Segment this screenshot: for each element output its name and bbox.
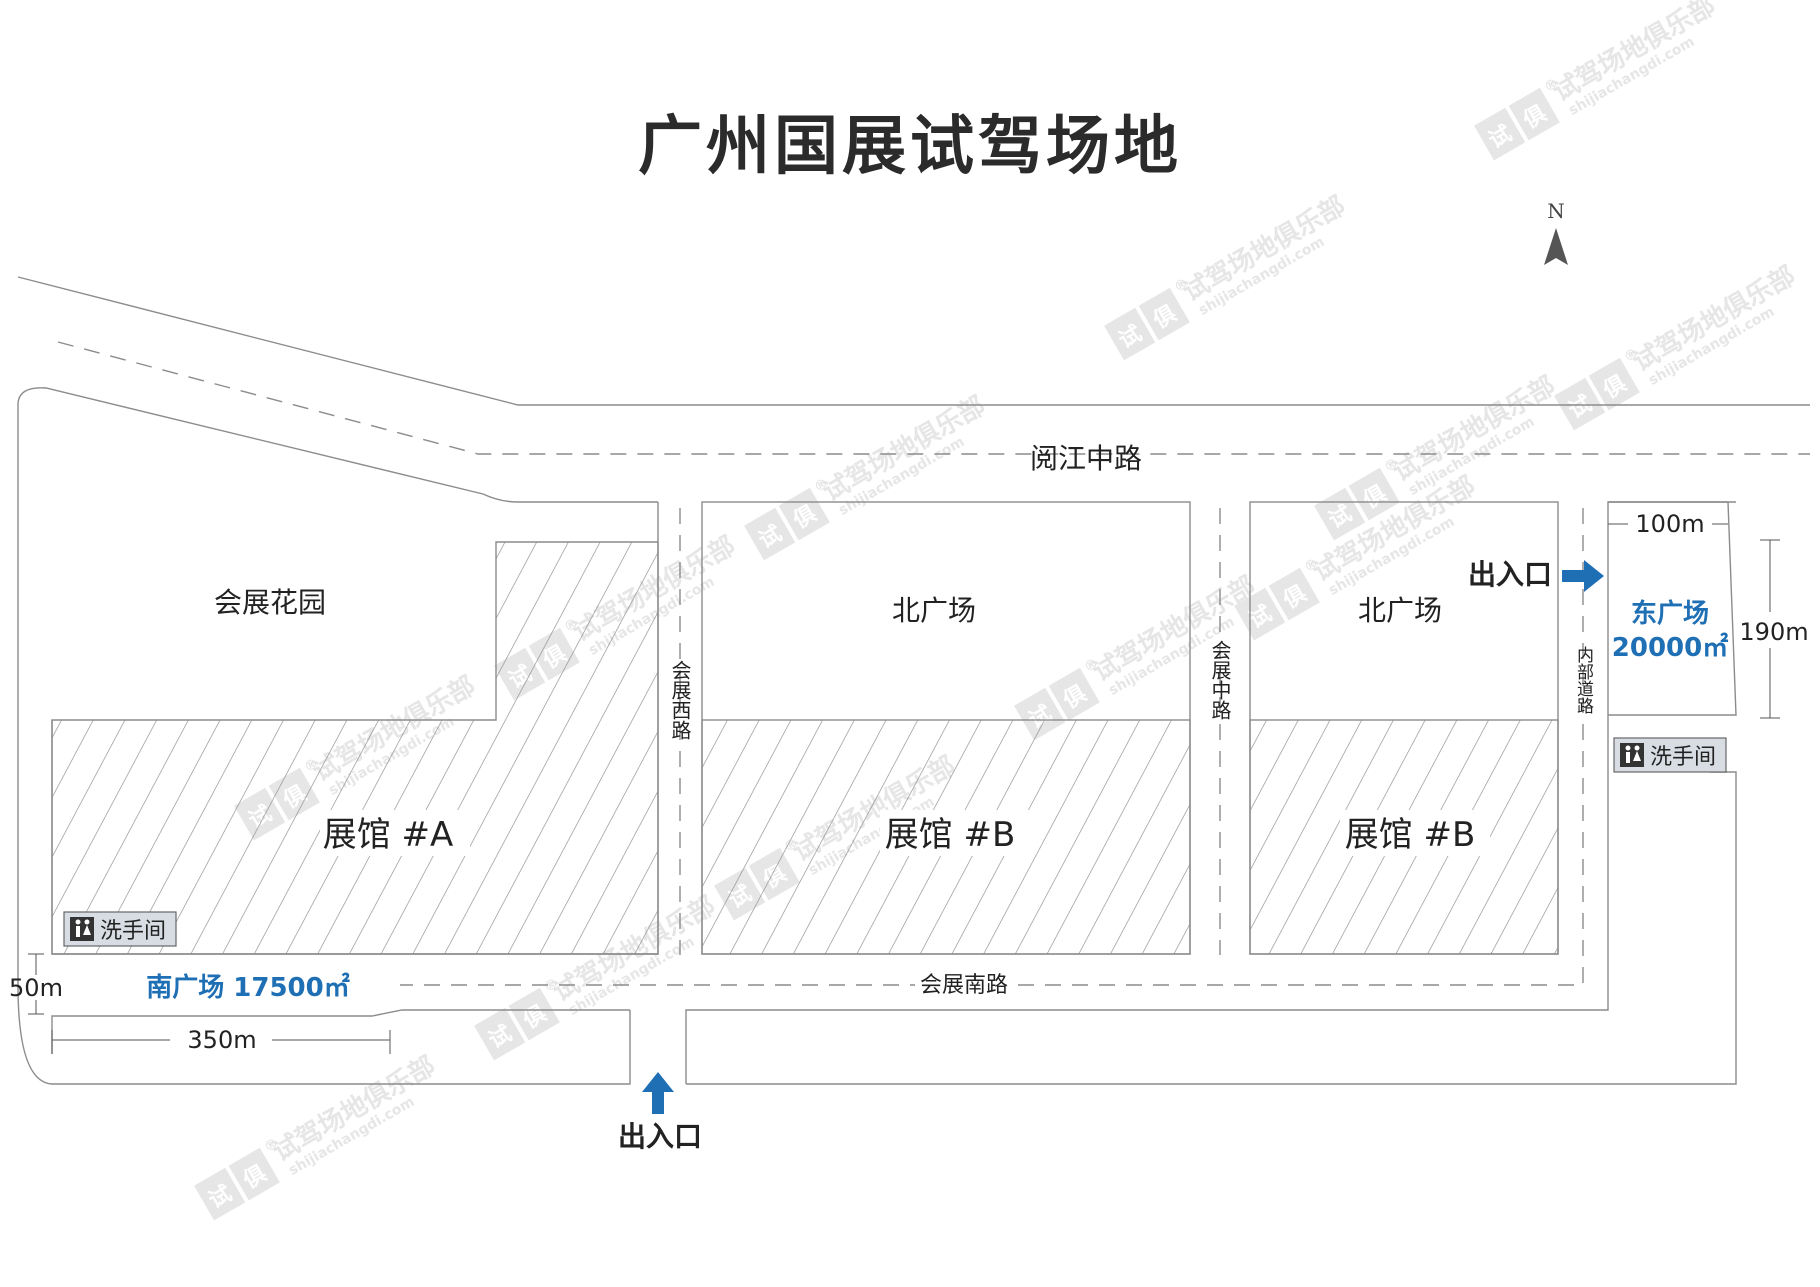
area-label-east-plaza-name: 东广场 xyxy=(1631,598,1709,629)
road-label-south: 会展南路 xyxy=(920,973,1008,998)
restroom-label-west: 洗手间 xyxy=(100,919,166,944)
watermark-mark: ® xyxy=(1301,555,1321,576)
watermark-mark: ® xyxy=(1171,275,1191,296)
watermark-mark: ® xyxy=(1081,655,1101,676)
page-title: 广州国展试驾场地 xyxy=(638,110,1182,184)
watermark-mark: ® xyxy=(811,475,831,496)
road-label-middle: 会展中路 xyxy=(1208,640,1232,720)
road-centerline-north xyxy=(57,341,1810,455)
watermark-mark: ® xyxy=(541,975,561,996)
restroom-icon xyxy=(70,917,94,941)
area-label-hall-b2: 展馆 #B xyxy=(1345,815,1476,855)
restroom-label-east: 洗手间 xyxy=(1650,745,1716,770)
road-edge-north xyxy=(17,276,1810,406)
arrow-right-icon xyxy=(1562,560,1604,592)
road-label-internal: 内部道路 xyxy=(1573,646,1594,714)
watermark-mark: ® xyxy=(1541,75,1561,96)
entrance-label-east: 出入口 xyxy=(1468,558,1552,591)
east-plaza-outline xyxy=(1608,501,1737,716)
south-plaza-edge xyxy=(51,1009,630,1054)
area-label-north-plaza-2: 北广场 xyxy=(1358,594,1442,627)
site-boundary-west xyxy=(17,387,658,985)
road-label-west: 会展西路 xyxy=(668,660,692,740)
road-label-north: 阅江中路 xyxy=(1030,442,1142,475)
watermark-text: 试驾场地俱乐部 xyxy=(1548,0,1721,108)
north-compass-icon: N xyxy=(1544,199,1568,265)
area-label-north-plaza-1: 北广场 xyxy=(892,594,976,627)
arrow-up-icon xyxy=(642,1072,674,1114)
area-label-garden: 会展花园 xyxy=(214,586,326,619)
restroom-east: 洗手间 xyxy=(1613,737,1727,773)
restroom-icon xyxy=(1620,743,1644,767)
compass-label: N xyxy=(1547,199,1565,223)
dimension-east-width: 100m xyxy=(1635,510,1704,538)
area-label-east-plaza-size: 20000㎡ xyxy=(1612,632,1728,663)
dimension-south-width: 350m xyxy=(187,1026,256,1054)
watermark-mark: ® xyxy=(1621,345,1641,366)
dimension-east-depth: 190m xyxy=(1739,618,1808,646)
watermark-mark: ® xyxy=(1381,455,1401,476)
area-label-hall-b1: 展馆 #B xyxy=(885,815,1016,855)
area-label-south-plaza: 南广场 17500㎡ xyxy=(146,972,350,1003)
dimension-south-depth: 50m xyxy=(9,974,63,1002)
entrance-east: 出入口 xyxy=(1468,558,1604,592)
area-label-hall-a: 展馆 #A xyxy=(323,815,454,855)
entrance-label-south: 出入口 xyxy=(618,1120,702,1153)
hall-a-shape xyxy=(51,541,659,955)
watermark-mark: ® xyxy=(261,1135,281,1156)
entrance-south: 出入口 xyxy=(618,1072,702,1153)
site-boundary-southwest xyxy=(17,984,631,1085)
restroom-west: 洗手间 xyxy=(63,911,177,947)
hall-label-backgrounds xyxy=(320,810,1490,856)
dimension-lines xyxy=(28,523,1780,1054)
south-road-label-bg xyxy=(915,970,1015,998)
north-arrow-icon xyxy=(1544,228,1568,265)
